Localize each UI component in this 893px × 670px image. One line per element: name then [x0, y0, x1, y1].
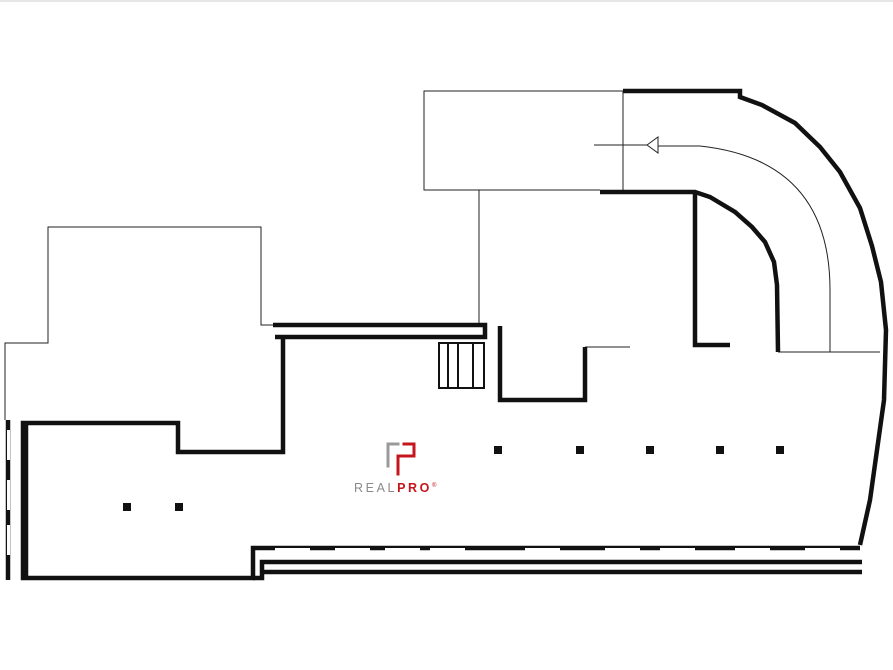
columns: [123, 446, 784, 511]
ramp-inner-wall: [600, 189, 781, 353]
window-bottom: [430, 548, 465, 551]
window-segments: [7, 343, 840, 555]
window-bottom: [605, 548, 640, 551]
window-left: [7, 480, 10, 510]
thick-walls: [5, 88, 889, 581]
bottom-left-step: [253, 559, 862, 581]
entry-arrow-icon: [646, 136, 659, 154]
window-bottom: [660, 548, 695, 551]
window-bottom: [525, 548, 560, 551]
logo-registered-mark: ®: [431, 482, 437, 489]
window-top: [300, 343, 325, 347]
stair-box: [438, 342, 485, 389]
window-bottom: [735, 548, 770, 551]
window-bottom: [335, 548, 370, 551]
realpro-logo-mark-icon: [386, 442, 416, 476]
column: [776, 446, 784, 454]
window-left: [7, 525, 10, 555]
window-left: [7, 430, 10, 460]
window-bottom: [805, 548, 840, 551]
stair-top-wall: [273, 322, 488, 340]
logo-text-light: REAL: [354, 481, 398, 495]
window-bottom: [385, 548, 420, 551]
ramp-centerline: [655, 145, 831, 352]
column: [123, 503, 131, 511]
center-recess-wall: [497, 326, 588, 403]
logo-text-bold: PRO: [397, 481, 432, 495]
left-inner-wall: [20, 337, 860, 581]
column: [576, 446, 584, 454]
column: [175, 503, 183, 511]
window-top: [345, 343, 370, 347]
thin-outlines: [4, 90, 880, 420]
ramp-divider-wall: [692, 192, 730, 348]
column: [716, 446, 724, 454]
window-bottom: [275, 548, 310, 551]
column: [646, 446, 654, 454]
left-building-outline: [4, 226, 273, 420]
stair-structure: [438, 342, 485, 389]
top-room-outline: [423, 90, 623, 191]
window-top: [390, 343, 415, 347]
page-top-rule: [0, 0, 893, 2]
column: [494, 446, 502, 454]
outer-curved-wall: [623, 88, 889, 546]
realpro-logo-text: REALPRO®: [354, 481, 436, 495]
